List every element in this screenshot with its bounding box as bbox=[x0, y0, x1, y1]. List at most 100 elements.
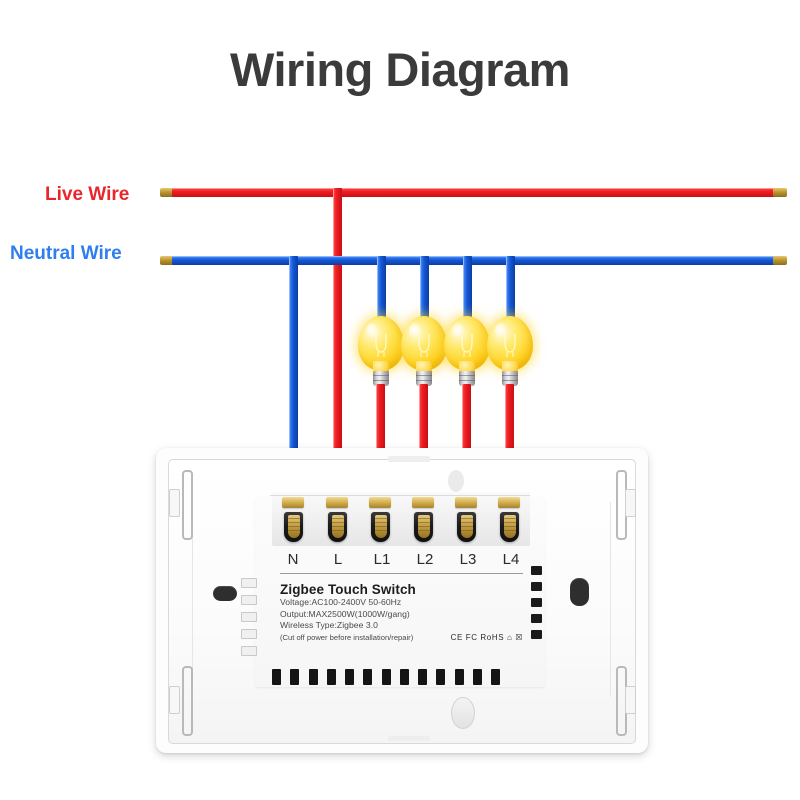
terminal-socket-l4[interactable] bbox=[500, 512, 519, 542]
terminal-strip-groove bbox=[270, 495, 530, 496]
vent-slot bbox=[308, 669, 318, 685]
module-tooth bbox=[241, 646, 257, 656]
bulb-filament-icon bbox=[375, 334, 387, 357]
terminal-socket-l[interactable] bbox=[328, 512, 347, 542]
module-tooth bbox=[531, 630, 542, 639]
terminal-socket-l2[interactable] bbox=[414, 512, 433, 542]
vent-slot bbox=[399, 669, 409, 685]
bulb-3 bbox=[444, 316, 490, 388]
neutral-wire-left-tip bbox=[160, 256, 174, 265]
page-title: Wiring Diagram bbox=[230, 43, 570, 96]
vent-slot bbox=[418, 669, 427, 685]
bulb-filament-icon bbox=[418, 334, 430, 357]
screw-head-l4[interactable] bbox=[498, 497, 520, 508]
vent-slot bbox=[326, 669, 336, 685]
terminal-ferrule bbox=[332, 515, 344, 538]
panel-bottom-indicator[interactable] bbox=[451, 697, 475, 729]
spec-wireless: Wireless Type:Zigbee 3.0 bbox=[280, 620, 379, 630]
neutral-wire-branch-bulb-3 bbox=[463, 256, 472, 334]
module-tooth bbox=[531, 582, 542, 591]
screw-head-n[interactable] bbox=[282, 497, 304, 508]
screw-head-l1[interactable] bbox=[369, 497, 391, 508]
certification-marks: CE FC RoHS ⌂ ☒ bbox=[450, 632, 523, 642]
neutral-wire-right-tip bbox=[773, 256, 787, 265]
terminal-label-l3: L3 bbox=[459, 551, 477, 568]
terminal-label-row: N L L1 L2 L3 L4 bbox=[280, 551, 523, 574]
live-wire-label: Live Wire bbox=[45, 184, 130, 205]
terminal-label-l2: L2 bbox=[416, 551, 434, 568]
panel-left-seam bbox=[192, 502, 193, 697]
neutral-wire-label: Neutral Wire bbox=[10, 243, 122, 264]
vent-slot bbox=[472, 669, 482, 685]
terminal-socket-n[interactable] bbox=[284, 512, 303, 542]
neutral-wire-horizontal bbox=[172, 256, 785, 265]
bulb-4 bbox=[487, 316, 533, 388]
vent-slot bbox=[290, 669, 300, 685]
terminal-strip bbox=[272, 492, 530, 546]
panel-right-seam bbox=[610, 502, 611, 697]
vent-slot bbox=[272, 669, 281, 685]
module-tooth bbox=[241, 578, 257, 588]
panel-top-notch bbox=[388, 456, 430, 462]
screw-head-l2[interactable] bbox=[412, 497, 434, 508]
live-wire-left-tip bbox=[160, 188, 174, 197]
terminal-socket-l1[interactable] bbox=[371, 512, 390, 542]
module-tooth bbox=[531, 566, 542, 575]
bracket-slot-bottom-left bbox=[169, 686, 180, 714]
live-wire-right-tip bbox=[773, 188, 787, 197]
bracket-slot-bottom-right bbox=[625, 686, 636, 714]
terminal-ferrule bbox=[418, 515, 430, 538]
bulb-screw-base-icon bbox=[459, 371, 475, 386]
vent-grille bbox=[272, 669, 500, 685]
neutral-wire-branch-bulb-4 bbox=[506, 256, 515, 334]
bulb-2 bbox=[401, 316, 447, 388]
vent-slot bbox=[345, 669, 354, 685]
bulb-1 bbox=[358, 316, 404, 388]
live-wire-branch bbox=[333, 188, 342, 506]
terminal-socket-l3[interactable] bbox=[457, 512, 476, 542]
bulb-highlight bbox=[366, 323, 378, 340]
bulb-filament-icon bbox=[461, 334, 473, 357]
terminal-label-l4: L4 bbox=[502, 551, 520, 568]
live-wire-bulb-2-to-l2 bbox=[419, 384, 428, 506]
spec-output: Output:MAX2500W(1000W/gang) bbox=[280, 608, 410, 619]
terminal-ferrule bbox=[288, 515, 300, 538]
switch-spec-label: N L L1 L2 L3 L4 Zigbee Touch Switch Volt… bbox=[280, 551, 523, 661]
module-tooth bbox=[531, 598, 542, 607]
neutral-wire-branch-bulb-2 bbox=[420, 256, 429, 334]
right-screw-slot[interactable] bbox=[570, 578, 589, 606]
product-name: Zigbee Touch Switch bbox=[280, 582, 416, 597]
terminal-ferrule bbox=[461, 515, 473, 538]
vent-slot bbox=[381, 669, 391, 685]
terminal-ferrule bbox=[375, 515, 387, 538]
warning-and-cert-row: (Cut off power before installation/repai… bbox=[280, 633, 523, 642]
bulb-neck bbox=[373, 361, 389, 373]
panel-top-hole bbox=[448, 470, 464, 492]
panel-bottom-notch bbox=[388, 736, 430, 741]
bulb-highlight bbox=[452, 323, 464, 340]
safety-warning-text: (Cut off power before installation/repai… bbox=[280, 632, 414, 642]
screw-head-l[interactable] bbox=[326, 497, 348, 508]
vent-slot bbox=[491, 669, 500, 685]
bracket-slot-top-left bbox=[169, 489, 180, 517]
mounting-bracket-bottom-left bbox=[182, 666, 193, 736]
left-screw-slot[interactable] bbox=[213, 586, 237, 601]
bulb-screw-base-icon bbox=[502, 371, 518, 386]
module-tooth bbox=[241, 612, 257, 622]
bulb-highlight bbox=[495, 323, 507, 340]
bracket-slot-top-right bbox=[625, 489, 636, 517]
bulb-screw-base-icon bbox=[416, 371, 432, 386]
screw-head-l3[interactable] bbox=[455, 497, 477, 508]
terminal-label-l: L bbox=[333, 551, 343, 568]
terminal-label-n: N bbox=[287, 551, 299, 568]
right-module-teeth bbox=[531, 566, 545, 639]
bulb-screw-base-icon bbox=[373, 371, 389, 386]
bulb-neck bbox=[416, 361, 432, 373]
bulb-filament-icon bbox=[504, 334, 516, 357]
module-tooth bbox=[241, 595, 257, 605]
module-tooth bbox=[241, 629, 257, 639]
bulb-highlight bbox=[409, 323, 421, 340]
module-tooth bbox=[531, 614, 542, 623]
left-module-teeth bbox=[241, 578, 257, 656]
